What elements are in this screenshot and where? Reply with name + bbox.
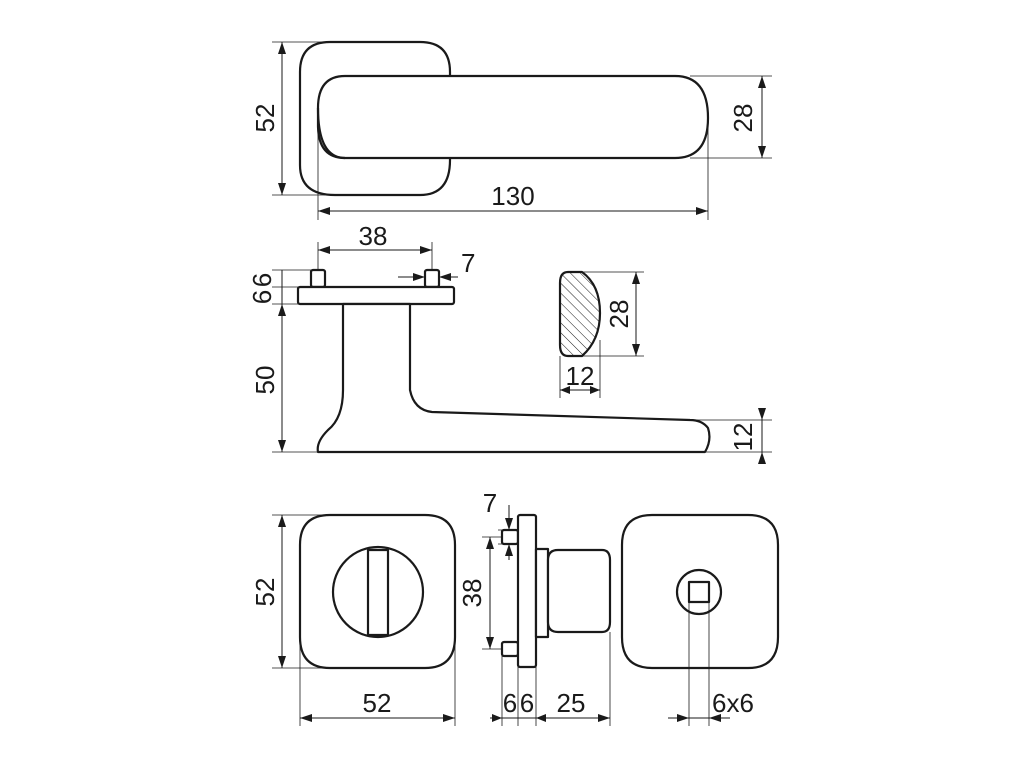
dim-pin-spacing: 38 [317, 221, 433, 270]
dim-pin-plate-heights: 6 6 [247, 269, 311, 305]
escutcheon-back-view: 6x6 [620, 513, 780, 726]
dim-escutcheon-width: 52 [299, 637, 456, 726]
dim-rose-height: 52 [250, 41, 335, 196]
dim-side-pin-width: 7 [483, 488, 518, 560]
dim-lever-height: 28 [690, 75, 772, 159]
lever-body-top [316, 74, 710, 160]
dim-label-stem-height: 50 [250, 366, 280, 395]
side-pin-bottom [500, 640, 520, 658]
dim-label-pin-height-b: 6 [247, 290, 277, 304]
side-collar [534, 547, 550, 639]
dim-label-side-knob-length: 25 [557, 688, 586, 718]
dim-lever-tip: 12 [690, 408, 772, 464]
pin-left [309, 268, 327, 289]
dim-label-escutcheon-width: 52 [363, 688, 392, 718]
escutcheon-side-view: 7 38 6 6 25 [457, 488, 612, 726]
dim-label-side-pin-width: 7 [483, 488, 497, 518]
dim-label-escutcheon-height: 52 [250, 578, 280, 607]
dim-side-bottom: 6 6 25 [490, 632, 611, 726]
dim-escutcheon-height: 52 [250, 514, 330, 669]
dim-label-side-plate-a: 6 [503, 688, 517, 718]
turn-knob-slot [366, 548, 390, 637]
section-hatched-profile [558, 270, 602, 358]
dim-spindle-square: 6x6 [668, 602, 754, 726]
dim-label-side-plate-b: 6 [520, 688, 534, 718]
lever-side-view: 38 7 6 6 50 [247, 221, 772, 464]
lever-body-side [316, 302, 711, 454]
dim-pin-width: 7 [398, 248, 475, 281]
base-plate [296, 285, 456, 306]
dim-lever-length: 130 [317, 118, 709, 220]
lever-inner-edge [316, 107, 346, 160]
dim-side-pin-spacing: 38 [457, 536, 502, 650]
dim-label-side-pin-spacing: 38 [457, 579, 487, 608]
dim-label-lever-height: 28 [728, 104, 758, 133]
pin-right [423, 268, 441, 289]
dim-label-lever-length: 130 [491, 181, 534, 211]
dim-label-section-width: 12 [566, 361, 595, 391]
dim-label-rose-height: 52 [250, 104, 280, 133]
side-turn-knob [546, 548, 612, 634]
dim-section-width: 12 [559, 340, 601, 398]
side-plate [516, 513, 538, 669]
dim-section-height: 28 [582, 271, 644, 357]
dim-label-section-height: 28 [604, 300, 634, 329]
lever-top-view: 52 28 130 [250, 40, 772, 220]
lever-section-view: 28 12 [558, 270, 644, 398]
dim-label-pin-width: 7 [461, 248, 475, 278]
dim-label-pin-spacing: 38 [359, 221, 388, 251]
dim-label-spindle-square: 6x6 [712, 688, 754, 718]
dim-stem-height: 50 [250, 304, 318, 453]
spindle-square-hole [687, 580, 711, 604]
dim-label-pin-height-a: 6 [247, 273, 277, 287]
dim-label-lever-tip: 12 [728, 423, 758, 452]
escutcheon-front-view: 52 52 [250, 513, 457, 726]
side-pin-top [500, 528, 520, 546]
